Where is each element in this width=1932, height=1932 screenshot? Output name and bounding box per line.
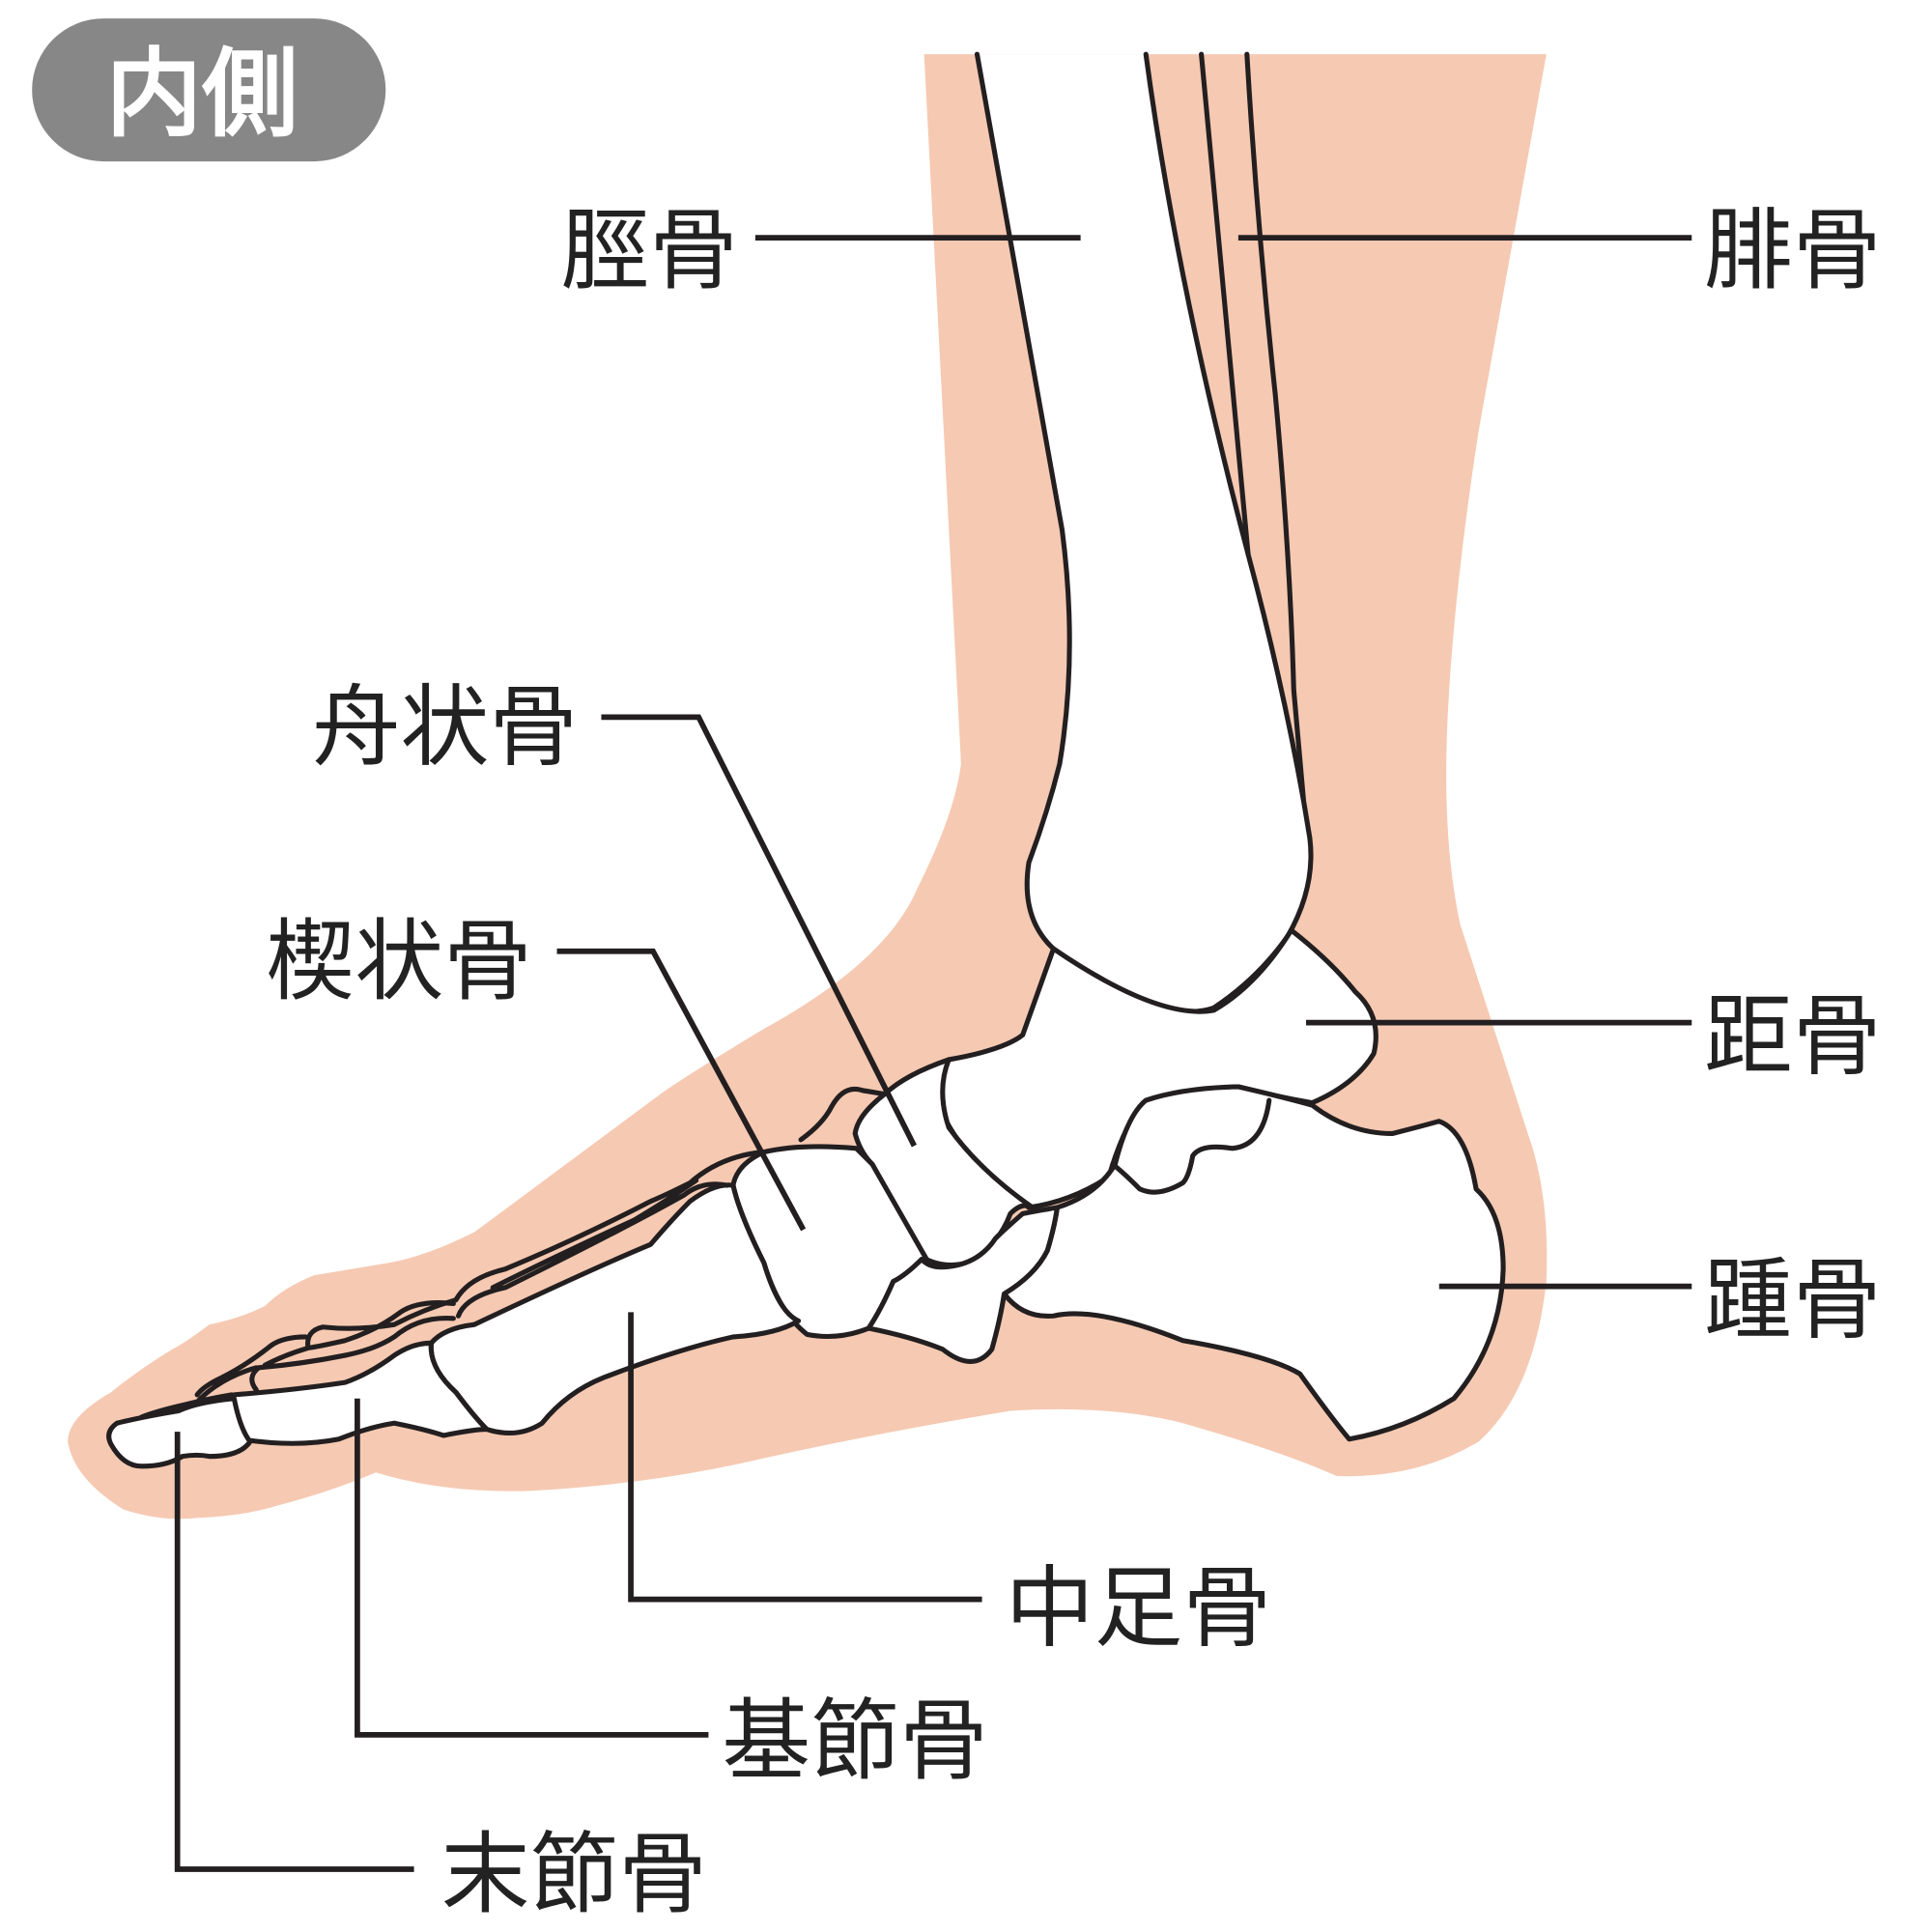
leader-navicular [601,714,917,1148]
label-metatarsal: 中足骨 [1006,1556,1271,1660]
metatarsal-bone [428,1182,802,1436]
leader-metatarsal [628,1312,982,1603]
label-navicular: 舟状骨 [312,675,578,779]
calcaneus-bone [1001,1084,1506,1442]
label-tibia: 脛骨 [560,199,738,302]
calcaneus-sustentaculum [1110,1097,1272,1195]
label-fibula: 腓骨 [1704,199,1882,302]
leader-distal-phalanx [174,1432,414,1872]
metatarsal-upper-lines [453,1150,767,1319]
leader-lines [174,235,1692,1872]
label-proximal-phalanx: 基節骨 [722,1690,987,1793]
leader-proximal-phalanx [355,1398,709,1738]
badge-background [32,18,386,162]
badge-label: 内側 [106,39,298,150]
cuneiform-upper [798,1086,888,1143]
label-cuneiform: 楔状骨 [267,910,532,1013]
leader-cuneiform [556,948,807,1232]
label-calcaneus: 踵骨 [1704,1249,1882,1352]
cuboid-bone [866,1205,1060,1364]
fibula-bone [1199,51,1307,804]
label-talus: 距骨 [1704,985,1882,1089]
label-distal-phalanx: 末節骨 [441,1823,707,1926]
proximal-phalanx-bone [229,1340,490,1446]
lesser-toe-lines [139,1334,308,1420]
proximal-phalanx-lesser [249,1297,459,1393]
view-badge: 内側 [32,18,386,162]
